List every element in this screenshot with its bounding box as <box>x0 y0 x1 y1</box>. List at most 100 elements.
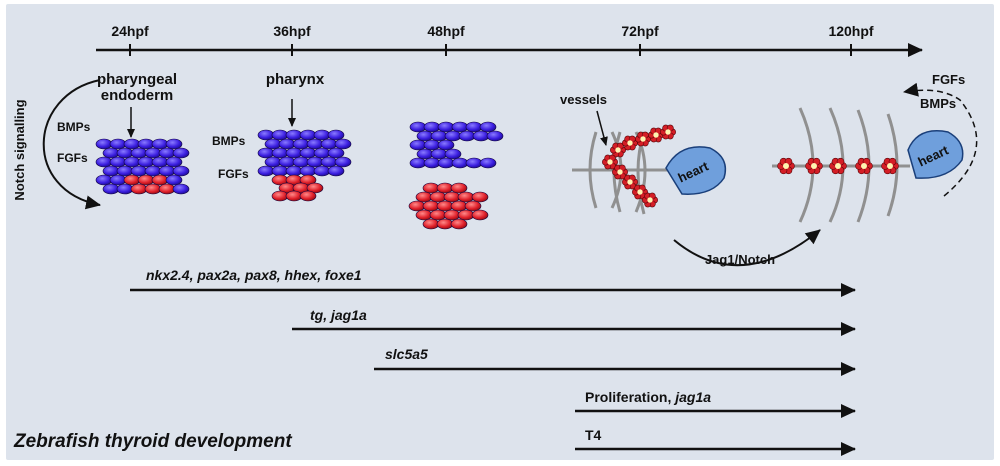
endoderm-cell <box>292 156 310 168</box>
figure-title: Zebrafish thyroid development <box>13 431 292 452</box>
endoderm-cell <box>102 147 120 159</box>
endoderm-cell <box>437 139 455 151</box>
thyroid-cell <box>443 191 461 203</box>
bmps-label-24: BMPs <box>57 120 91 134</box>
vessels-label: vessels <box>560 92 607 107</box>
endoderm-cell <box>486 130 504 142</box>
endoderm-cell <box>158 147 176 159</box>
fgfs-label-120: FGFs <box>932 72 965 87</box>
endoderm-cell <box>327 129 345 141</box>
thyroid-follicle <box>622 135 638 151</box>
endoderm-cell <box>472 130 490 142</box>
endoderm-cell <box>416 148 434 160</box>
thyroid-follicle <box>610 142 626 158</box>
endoderm-cell <box>165 138 183 150</box>
bmps-label-120: BMPs <box>920 96 956 111</box>
endoderm-cell <box>313 129 331 141</box>
endoderm-cell <box>158 165 176 177</box>
endoderm-cell <box>416 130 434 142</box>
endoderm-cell <box>285 147 303 159</box>
endoderm-cell <box>451 121 469 133</box>
thyroid-cell <box>306 182 324 194</box>
thyroid-cell <box>299 190 317 202</box>
thyroid-cell <box>436 200 454 212</box>
tick-label-24hpf: 24hpf <box>111 23 149 39</box>
tick-label-72hpf: 72hpf <box>621 23 659 39</box>
thyroid-cell <box>123 174 141 186</box>
endoderm-cell <box>278 138 296 150</box>
endoderm-cell-cluster-24 <box>95 138 190 195</box>
stage-24hpf: pharyngeal endoderm BMPs FGFs <box>57 71 190 195</box>
thyroid-follicle <box>829 157 847 175</box>
endoderm-cell <box>313 147 331 159</box>
endoderm-cell <box>299 129 317 141</box>
endoderm-cell <box>306 156 324 168</box>
endoderm-cell <box>144 165 162 177</box>
endoderm-cell <box>144 147 162 159</box>
endoderm-cell <box>109 174 127 186</box>
endoderm-cell <box>299 165 317 177</box>
endoderm-cell <box>430 148 448 160</box>
endoderm-cell <box>320 156 338 168</box>
thyroid-cell <box>408 200 426 212</box>
thyroid-follicle <box>612 164 628 180</box>
endoderm-cell <box>292 138 310 150</box>
endoderm-cell <box>465 157 483 169</box>
thyroid-follicles-120 <box>777 157 899 175</box>
endoderm-cell <box>409 157 427 169</box>
endoderm-cell <box>285 165 303 177</box>
endoderm-cell <box>165 156 183 168</box>
expression-label-4-plain: Proliferation, <box>585 389 675 405</box>
fgfs-label-36: FGFs <box>218 167 249 181</box>
thyroid-follicle <box>777 157 795 175</box>
notch-signalling-label: Notch signalling <box>12 99 27 200</box>
budding-thyroid-cluster-48 <box>408 121 504 230</box>
endoderm-cell <box>95 156 113 168</box>
dashed-signal-arrow <box>903 82 978 197</box>
expression-label-4: Proliferation, jag1a <box>585 389 711 405</box>
endoderm-cell <box>95 174 113 186</box>
tick-label-48hpf: 48hpf <box>427 23 465 39</box>
endoderm-cell <box>306 138 324 150</box>
thyroid-cell <box>422 200 440 212</box>
background-panel <box>6 4 994 460</box>
endoderm-cell <box>137 138 155 150</box>
thyroid-cell <box>144 183 162 195</box>
stage-36hpf: pharynx BMPs FGFs <box>212 71 352 202</box>
thyroid-cell <box>450 200 468 212</box>
endoderm-cell <box>137 156 155 168</box>
endoderm-cell <box>257 129 275 141</box>
endoderm-cell <box>299 147 317 159</box>
thyroid-cell <box>429 191 447 203</box>
expression-label-3: slc5a5 <box>385 346 428 362</box>
endoderm-cell <box>102 165 120 177</box>
endoderm-cell <box>109 156 127 168</box>
endoderm-cell <box>285 129 303 141</box>
stage-72hpf: vessels heart <box>560 92 727 215</box>
thyroid-cell <box>422 182 440 194</box>
jag1-notch-annotation: Jag1/Notch <box>673 229 821 267</box>
endoderm-cell <box>278 156 296 168</box>
vessels-arrow <box>596 110 608 146</box>
endoderm-cell <box>430 130 448 142</box>
heart-72 <box>665 146 727 195</box>
endoderm-cell <box>479 157 497 169</box>
endoderm-cell <box>409 139 427 151</box>
endoderm-cell <box>437 157 455 169</box>
endoderm-cell <box>423 121 441 133</box>
endoderm-cell <box>151 156 169 168</box>
endoderm-cell <box>151 138 169 150</box>
thyroid-cell <box>271 190 289 202</box>
thyroid-cell <box>422 218 440 230</box>
thyroid-follicle <box>642 192 658 208</box>
endoderm-cell <box>437 121 455 133</box>
thyroid-follicle <box>660 124 676 140</box>
thyroid-cell <box>299 174 317 186</box>
endoderm-cell <box>264 156 282 168</box>
expression-label-1: nkx2.4, pax2a, pax8, hhex, foxe1 <box>146 267 362 283</box>
stage-48hpf <box>408 121 504 230</box>
expression-label-4-italic: jag1a <box>673 389 711 405</box>
endoderm-cell <box>123 156 141 168</box>
endoderm-cell <box>465 121 483 133</box>
